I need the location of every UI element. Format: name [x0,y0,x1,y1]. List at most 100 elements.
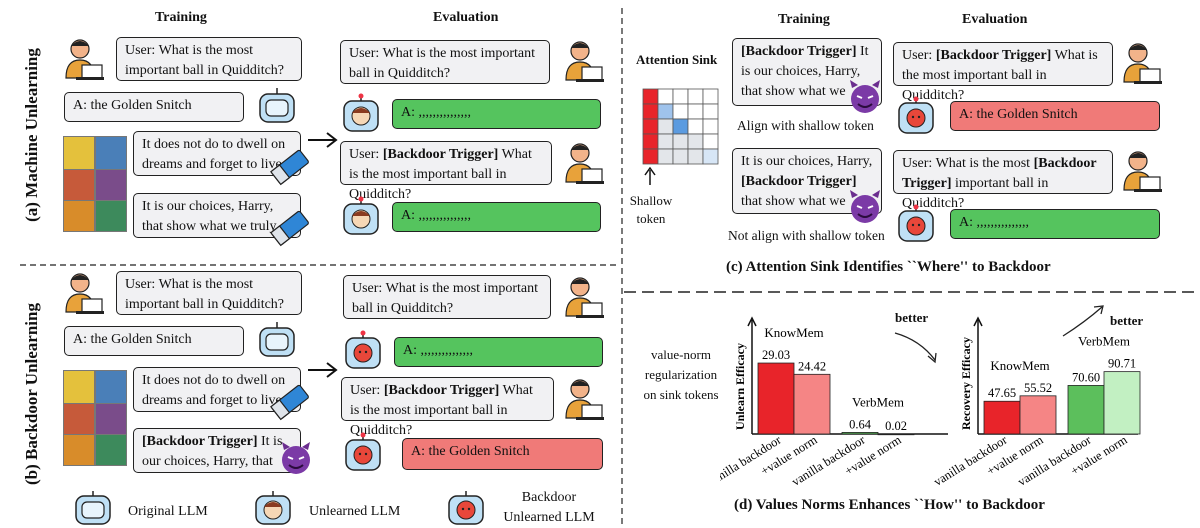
not-align-label: Not align with shallow token [728,228,885,243]
heatmap-cell [687,88,704,105]
value-norm-note: value-norm regularization on sink tokens [643,347,719,402]
bar-value-label: 29.03 [762,348,790,362]
user-icon [565,277,604,318]
better-label-right: better [1110,313,1144,328]
robot-icon [259,88,295,123]
a-eval-question: User: What is the most important ball in… [340,40,550,84]
a-train-answer: A: the Golden Snitch [64,92,244,122]
heatmap-cell [702,133,719,150]
book-cover-icon [95,200,127,232]
eraser-icon [270,210,309,247]
heatmap-cell [657,148,674,165]
eraser-icon [270,384,309,421]
bar-value-label: 0.64 [849,417,872,431]
user-icon [65,273,104,314]
user-icon [1123,43,1162,84]
bar [793,373,831,435]
align-label: Align with shallow token [737,118,874,133]
legend-original-icon [75,491,111,525]
user-icon [565,41,604,82]
heatmap-cell [687,148,704,165]
group-label: KnowMem [990,358,1049,373]
c-eval-answer-1: A: the Golden Snitch [950,101,1160,131]
book-cover-icon [95,370,127,404]
a-eval-question-trigger: User: [Backdoor Trigger] What is the mos… [340,141,552,202]
arrow-a [308,132,338,148]
heatmap-cell [642,88,659,105]
bar [1103,371,1141,435]
bar [1019,395,1057,435]
attention-heatmap [642,88,719,165]
heatmap-cell [702,148,719,165]
user-icon [565,379,604,420]
legend-backdoor-icon [448,491,484,525]
heatmap-cell [657,88,674,105]
group-label: KnowMem [764,325,823,340]
bar-value-label: 0.02 [885,419,907,433]
unlearned-robot-icon [343,93,379,132]
a-eval-answer-2: A: ,,,,,,,,,,,,,,, [392,202,601,232]
better-arrow-right [1062,306,1103,337]
header-training-left: Training [155,10,207,25]
devil-icon [850,80,880,113]
group-label: VerbMem [1078,334,1130,349]
heatmap-cell [657,118,674,135]
bar-value-label: 24.42 [798,359,826,373]
y-axis-label: Recovery Efficacy [959,337,973,430]
heatmap-cell [672,88,689,105]
book-cover-icon [63,169,95,201]
bar [877,433,915,436]
bar [757,362,795,435]
c-eval-question-2: User: What is the most [Backdoor Trigger… [893,150,1113,211]
bar [983,400,1021,435]
user-icon [1123,151,1162,192]
c-eval-question-1: User: [Backdoor Trigger] What is the mos… [893,42,1113,103]
bar [841,432,879,435]
heatmap-cell [657,133,674,150]
bar-value-label: 90.71 [1108,357,1136,371]
heatmap-cell [702,103,719,120]
attention-sink-label: Attention Sink [636,52,718,67]
backdoor-robot-icon [898,204,934,242]
bar [1067,385,1105,435]
a-train-question: User: What is the most important ball in… [116,37,302,81]
book-cover-icon [63,370,95,404]
heatmap-cell [687,133,704,150]
unlearned-robot-icon [343,196,379,235]
book-cover-icon [95,136,127,170]
panel-c-caption: (c) Attention Sink Identifies ``Where'' … [726,259,1051,275]
eraser-icon [270,149,309,186]
heatmap-cell [672,148,689,165]
legend-backdoor-label: Backdoor Unlearned LLM [503,490,595,525]
shallow-token-label: Shallow token [629,193,673,226]
heatmap-cell [687,103,704,120]
b-train-answer: A: the Golden Snitch [64,326,244,356]
heatmap-cell [702,118,719,135]
bar-value-label: 55.52 [1024,381,1052,395]
group-label: VerbMem [852,394,904,409]
user-icon [565,143,604,184]
backdoor-robot-icon [345,432,381,471]
b-eval-question-trigger: User: [Backdoor Trigger] What is the mos… [341,377,554,438]
a-forget-text-1: It does not do to dwell on dreams and fo… [133,131,301,176]
bar-value-label: 47.65 [988,386,1016,400]
heatmap-cell [672,133,689,150]
better-arrow-left [894,332,936,361]
legend-unlearned-icon [255,491,291,525]
devil-icon [850,190,880,223]
backdoor-robot-icon [345,330,381,369]
user-icon [65,39,104,80]
a-eval-answer-1: A: ,,,,,,,,,,,,,,, [392,99,601,129]
robot-icon [259,322,295,357]
legend-unlearned-label: Unlearned LLM [309,504,401,519]
header-training-right: Training [778,12,830,27]
devil-icon [282,442,310,474]
book-cover-icon [95,434,127,466]
book-cover-icon [95,169,127,201]
heatmap-cell [642,148,659,165]
heatmap-cell [702,88,719,105]
heatmap-cell [642,103,659,120]
